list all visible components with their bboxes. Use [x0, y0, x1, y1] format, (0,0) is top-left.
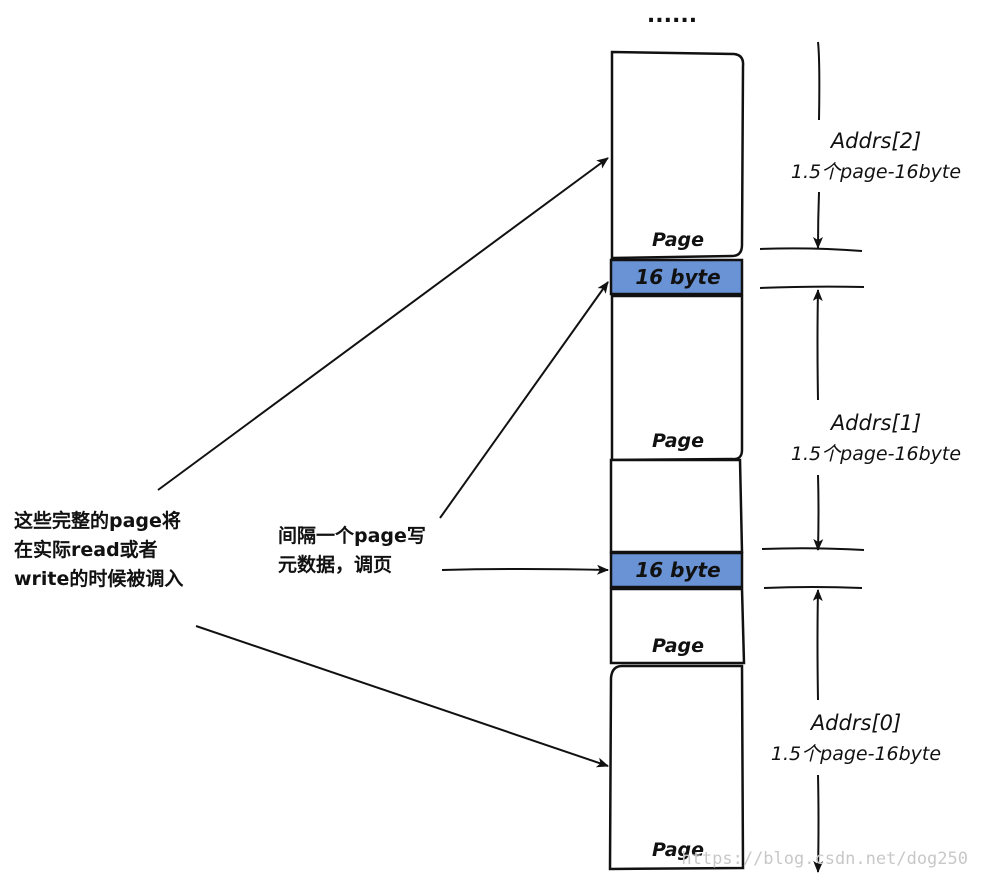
addrs-name: Addrs[0] [809, 711, 901, 735]
addrs-1-arrow-up [812, 289, 823, 401]
addrs-size: 1.5个page-16byte [791, 443, 961, 465]
addrs-size: 1.5个page-16byte [791, 161, 961, 183]
left-note-line: 在实际read或者 [14, 539, 158, 561]
watermark-url: https://blog.csdn.net/dog250 [681, 849, 968, 869]
arrow-left-note-to-page-3 [157, 157, 609, 491]
page-block-2: Page [610, 294, 744, 462]
middle-note-line: 间隔一个page写 [278, 525, 426, 547]
page-label: Page [652, 229, 704, 251]
addrs-1-label: Addrs[1] 1.5个page-16byte [791, 411, 961, 465]
middle-note-line: 元数据，调页 [278, 554, 393, 576]
addrs-0-arrow-down [813, 774, 824, 873]
addrs-name: Addrs[1] [829, 411, 921, 435]
page-label: Page [652, 430, 704, 452]
page-label: Page [652, 635, 704, 657]
dimension-arrows [812, 41, 824, 873]
arrow-middle-note-to-upper-meta [439, 281, 609, 519]
arrow-left-note-to-page-0 [195, 625, 609, 768]
addrs-0-arrow-up [812, 589, 823, 701]
addrs-1-arrow-down [813, 474, 824, 551]
meta-block-upper: 16 byte [609, 258, 744, 296]
addrs-2-label: Addrs[2] 1.5个page-16byte [791, 129, 961, 183]
page-block-3: Page [610, 50, 745, 260]
addrs-0-label: Addrs[0] 1.5个page-16byte [771, 711, 941, 765]
boundary-lines [759, 247, 865, 589]
top-ellipsis: ...... [647, 3, 697, 28]
page-block-1-lower: Page [609, 587, 746, 665]
left-note-line: write的时候被调入 [14, 568, 184, 590]
addrs-size: 1.5个page-16byte [771, 743, 941, 765]
left-note: 这些完整的page将 在实际read或者 write的时候被调入 [14, 507, 183, 594]
middle-note: 间隔一个page写 元数据，调页 [278, 522, 426, 580]
addrs-name: Addrs[2] [829, 129, 921, 153]
page-block-1-upper [609, 458, 744, 554]
meta-block-label: 16 byte [635, 265, 720, 289]
left-note-line: 这些完整的page将 [14, 510, 181, 532]
pointer-arrows [157, 157, 609, 768]
meta-block-lower: 16 byte [609, 551, 744, 589]
page-block-0: Page [608, 664, 745, 871]
arrow-middle-note-to-lower-meta [441, 564, 609, 575]
meta-block-label: 16 byte [635, 558, 720, 582]
page-label: Page [652, 839, 704, 861]
